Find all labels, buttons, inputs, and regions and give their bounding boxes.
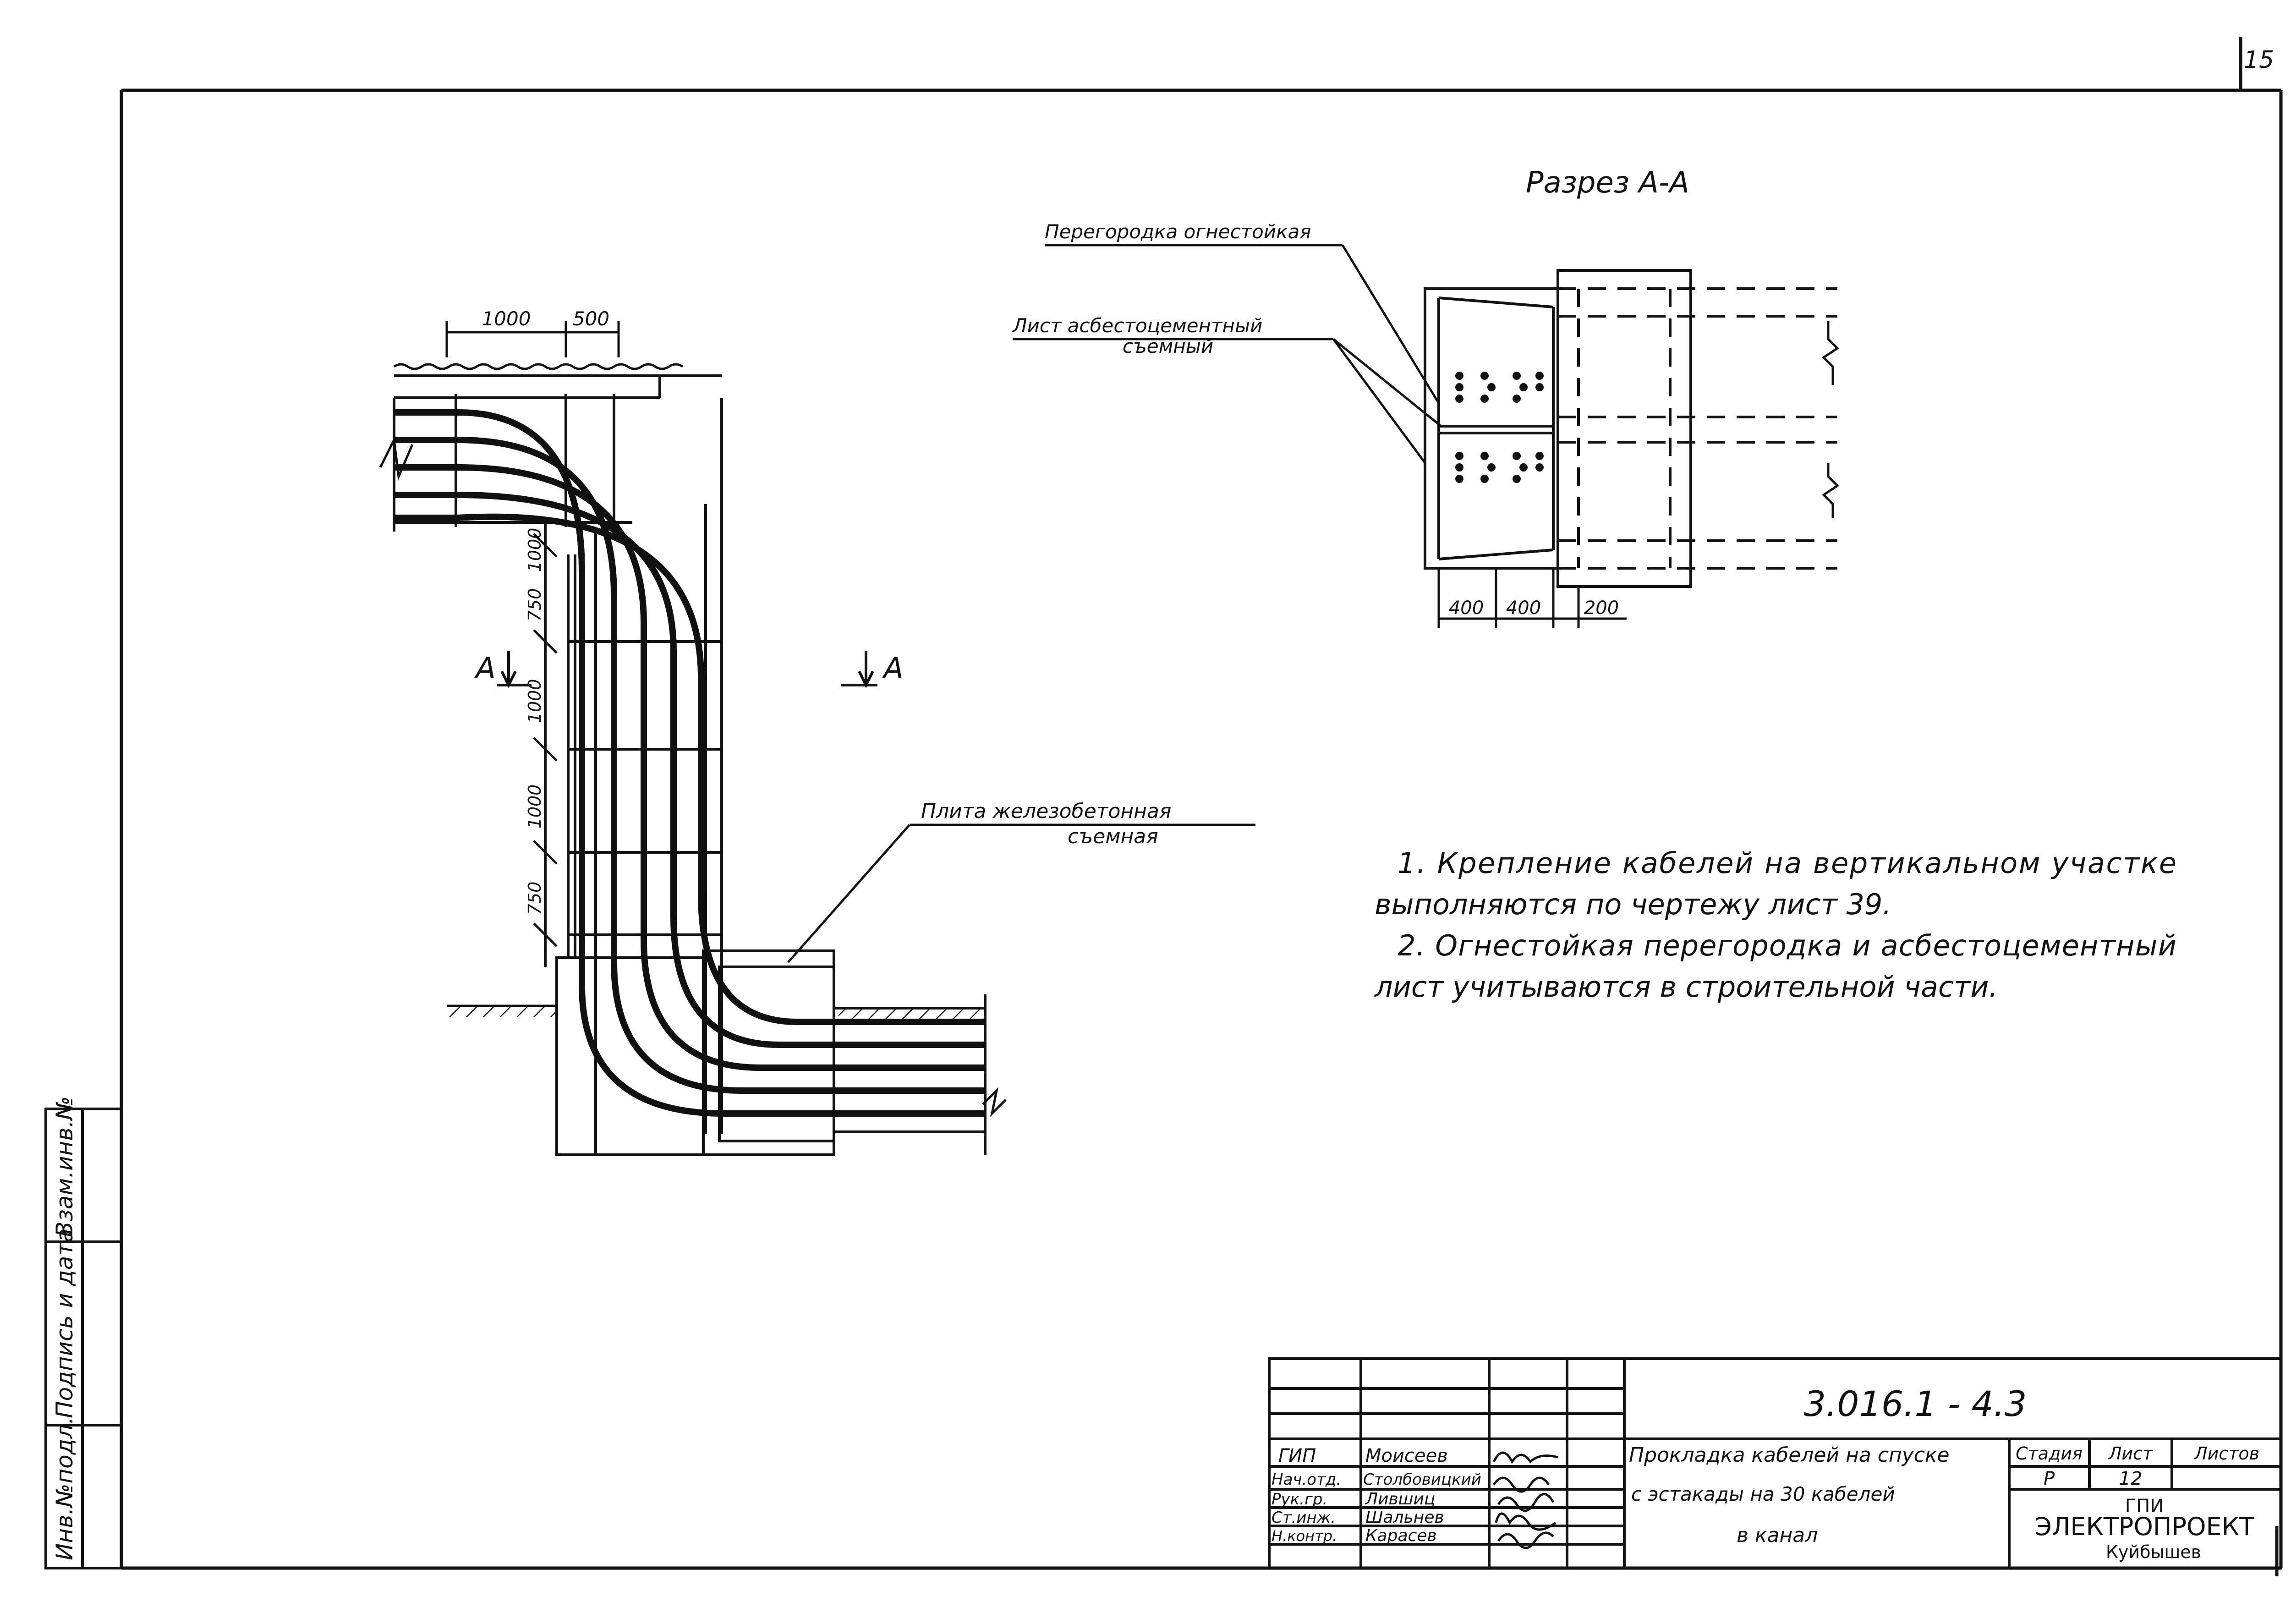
dim-vert-5: 750 (525, 882, 545, 915)
sheet-leader-2 (1332, 338, 1426, 464)
title-block (1268, 1357, 2282, 1569)
cable-bundle (394, 409, 985, 1117)
sheet-header: Лист (2108, 1443, 2154, 1464)
section-dashed-lines (1558, 287, 1837, 570)
cut-mark-left (497, 651, 532, 688)
role-n-kontr: Н.контр. (1272, 1527, 1337, 1545)
section-aa-view: Разрез А-А Перегородка огнестойкая Лист … (1012, 166, 1839, 628)
name-karasev: Карасев (1365, 1526, 1437, 1545)
section-cable-dots (1455, 372, 1544, 483)
section-dim-1: 400 (1449, 598, 1484, 619)
org-city: Куйбышев (2106, 1542, 2201, 1562)
side-stamp-sign-label: Подпись и дата (51, 1229, 78, 1418)
role-gip: ГИП (1278, 1445, 1316, 1466)
note-line-2: выполняются по чертежу лист 39. (1375, 888, 1891, 921)
notes: 1. Крепление кабелей на вертикальном уча… (1374, 846, 2176, 1004)
slab-leader (787, 824, 910, 963)
break-mark-left (379, 436, 414, 481)
name-livshits: Лившиц (1365, 1490, 1436, 1509)
title-line-3: в канал (1737, 1524, 1818, 1547)
slab-label-line2: съемная (1068, 825, 1158, 848)
ground-hatch-left (447, 1006, 557, 1017)
main-plan-view: 1000 500 (379, 307, 1255, 1156)
doc-code: 3.016.1 - 4.3 (1804, 1383, 2027, 1424)
sheet-label-line1: Лист асбестоцементный (1012, 314, 1262, 337)
title-line-2: с эстакады на 30 кабелей (1631, 1483, 1895, 1505)
sheet-frame (120, 37, 2283, 1576)
section-break-upper (1822, 321, 1839, 385)
dim-top-1000: 1000 (482, 307, 531, 330)
partition-leader (1341, 244, 1440, 404)
dim-top-500: 500 (573, 307, 609, 330)
name-shalnev: Шальнев (1365, 1508, 1444, 1527)
note-line-3: 2. Огнестойкая перегородка и асбестоцеме… (1398, 929, 2176, 962)
side-stamp-inv-label: Инв.№подл. (51, 1417, 78, 1560)
role-st-inzh: Ст.инж. (1272, 1509, 1336, 1527)
section-dim-3: 200 (1584, 598, 1619, 619)
role-nach-otd: Нач.отд. (1272, 1470, 1341, 1489)
name-moiseev: Моисеев (1365, 1445, 1448, 1466)
top-dimension (445, 321, 620, 357)
dim-vert-1: 1000 (525, 528, 545, 572)
note-line-1: 1. Крепление кабелей на вертикальном уча… (1398, 846, 2176, 880)
canal-pit (555, 949, 987, 1156)
title-line-1: Прокладка кабелей на спуске (1629, 1443, 1950, 1467)
org-gpi: ГПИ (2125, 1496, 2164, 1517)
sheets-header: Листов (2193, 1443, 2259, 1464)
riser-channel (544, 522, 722, 1155)
sheet-leader-1 (1332, 338, 1442, 427)
role-ruk-gr: Рук.гр. (1272, 1490, 1327, 1509)
cut-mark-right (841, 651, 877, 688)
stage-value: Р (2044, 1468, 2055, 1489)
section-dim-2: 400 (1506, 598, 1541, 619)
overpass-structure (393, 374, 723, 1134)
page-number: 15 (2244, 46, 2274, 74)
side-stamp-repl-label: Взам.инв.№ (51, 1096, 78, 1237)
cut-label-right: А (882, 652, 904, 686)
note-line-4: лист учитываются в строительной части. (1374, 970, 1998, 1004)
signatures (1492, 1451, 1558, 1549)
partition-label: Перегородка огнестойкая (1045, 220, 1311, 243)
vertical-dimension-ticks (533, 533, 558, 947)
dim-vert-4: 1000 (525, 785, 545, 829)
section-body (1424, 269, 1692, 588)
section-break-lower (1822, 463, 1839, 518)
dim-vert-2: 750 (525, 588, 545, 622)
slab-label-line1: Плита железобетонная (921, 800, 1171, 823)
side-stamp (44, 1108, 123, 1569)
sheet-value: 12 (2119, 1468, 2143, 1489)
section-title: Разрез А-А (1526, 166, 1689, 200)
stage-header: Стадия (2016, 1443, 2083, 1464)
ground-hatch-right (839, 1008, 985, 1020)
org-name: ЭЛЕКТРОПРОЕКТ (2034, 1512, 2255, 1541)
break-mark-right (982, 1087, 1007, 1117)
name-stolbovitsky: Столбовицкий (1363, 1470, 1481, 1489)
section-dimensions (1437, 568, 1627, 628)
overpass-top-edge (393, 363, 684, 370)
cut-label-left: А (474, 652, 496, 686)
